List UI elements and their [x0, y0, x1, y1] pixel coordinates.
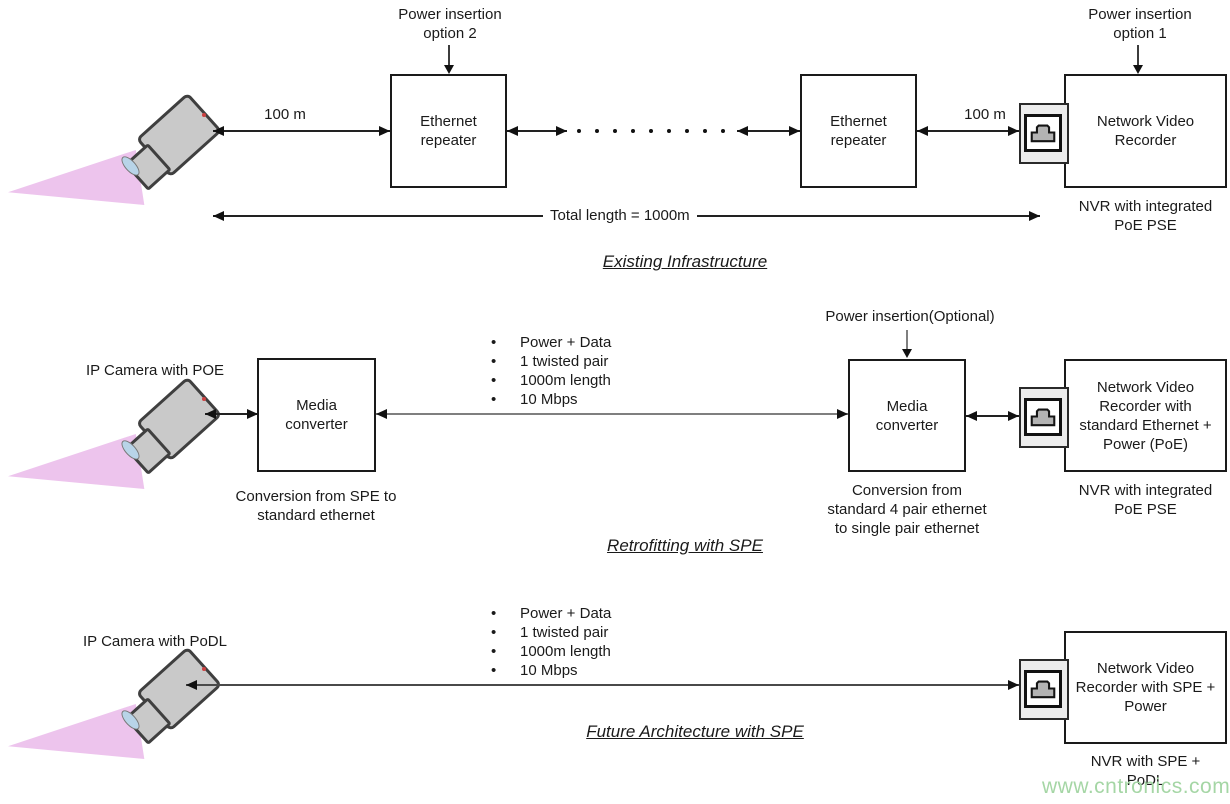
nvr-future-caption: NVR with SPE + PoDL [1090, 753, 1201, 789]
bullet-dot: • [491, 605, 497, 622]
bullet-dot: • [491, 334, 497, 351]
rj45-socket [1024, 670, 1062, 708]
media-converter-2-box: Media converter [848, 359, 966, 472]
rj45-port-icon [1019, 103, 1069, 164]
power-insertion-option1-label: Power insertion option 1 [1088, 6, 1192, 42]
camera-to-nvr-arrow [186, 684, 1019, 686]
power-insertion-option2-arrow [448, 45, 450, 65]
bullet-dot: • [491, 353, 497, 370]
bullet-dot: • [491, 624, 497, 641]
bullet-item: •10 Mbps [491, 391, 578, 408]
converter2-to-nvr-arrow [966, 415, 1019, 417]
retrofit-section-title: Retrofitting with SPE [607, 536, 763, 555]
camera-indicator-dot [202, 667, 206, 671]
bullet-item: •Power + Data [491, 334, 612, 351]
converter2-caption: Conversion from standard 4 pair ethernet… [827, 482, 987, 537]
nvr-future-box: Network Video Recorder with SPE + Power [1064, 631, 1227, 744]
total-length-label: Total length = 1000m [543, 207, 697, 225]
ethernet-repeater-1-box: Ethernet repeater [390, 74, 507, 188]
camera-light-cone [8, 433, 145, 489]
camera-light-cone [8, 149, 145, 205]
bullet-item: •1 twisted pair [491, 353, 609, 370]
retrofit-camera-label: IP Camera with POE [85, 362, 225, 379]
bullet-item: •1000m length [491, 372, 611, 389]
camera-to-converter1-arrow [205, 413, 258, 415]
watermark-text: www.cntronics.com [1042, 775, 1230, 798]
nvr-retrofit-box: Network Video Recorder with standard Eth… [1064, 359, 1227, 472]
bullet-dot: • [491, 372, 497, 389]
bullet-dot: • [491, 643, 497, 660]
continuation-dots [577, 129, 725, 133]
distance-label-left: 100 m [264, 106, 306, 123]
retrofit-link-bullets: •Power + Data •1 twisted pair •1000m len… [482, 333, 662, 409]
bullet-item: •1 twisted pair [491, 624, 609, 641]
nvr-retrofit-caption: NVR with integrated PoE PSE [1078, 482, 1213, 518]
camera-to-repeater1-arrow [213, 130, 390, 132]
power-insertion-optional-arrow [906, 330, 908, 349]
media-converter-1-box: Media converter [257, 358, 376, 472]
nvr-existing-box: Network Video Recorder [1064, 74, 1227, 188]
bullet-dot: • [491, 662, 497, 679]
ethernet-repeater-2-box: Ethernet repeater [800, 74, 917, 188]
future-camera-label: IP Camera with PoDL [83, 633, 227, 650]
nvr-existing-caption: NVR with integrated PoE PSE [1078, 198, 1213, 234]
bullet-item: •10 Mbps [491, 662, 578, 679]
future-section-title: Future Architecture with SPE [586, 722, 804, 741]
dots-to-repeater2-arrow [737, 130, 800, 132]
existing-ip-camera-icon [8, 92, 223, 207]
power-insertion-optional-label: Power insertion(Optional) [825, 308, 995, 325]
power-insertion-option1-arrow [1137, 45, 1139, 65]
camera-light-cone [8, 703, 145, 759]
bullet-dot: • [491, 391, 497, 408]
repeater2-to-nvr-arrow [917, 130, 1019, 132]
camera-indicator-dot [202, 113, 206, 117]
rj45-port-icon [1019, 387, 1069, 448]
rj45-socket [1024, 114, 1062, 152]
distance-label-right: 100 m [964, 106, 1006, 123]
power-insertion-option2-label: Power insertion option 2 [398, 6, 502, 42]
future-link-bullets: •Power + Data •1 twisted pair •1000m len… [482, 604, 662, 680]
converter1-caption: Conversion from SPE to standard ethernet [235, 488, 397, 524]
rj45-plug-glyph [1030, 680, 1056, 699]
future-ip-camera-icon [8, 646, 223, 761]
camera-indicator-dot [202, 397, 206, 401]
rj45-plug-glyph [1030, 408, 1056, 427]
rj45-socket [1024, 398, 1062, 436]
repeater1-to-dots-arrow [507, 130, 567, 132]
bullet-item: •1000m length [491, 643, 611, 660]
converter1-to-converter2-arrow [376, 413, 848, 415]
rj45-port-icon [1019, 659, 1069, 720]
bullet-item: •Power + Data [491, 605, 612, 622]
rj45-plug-glyph [1030, 124, 1056, 143]
existing-section-title: Existing Infrastructure [602, 252, 768, 271]
retrofit-ip-camera-icon [8, 376, 223, 491]
